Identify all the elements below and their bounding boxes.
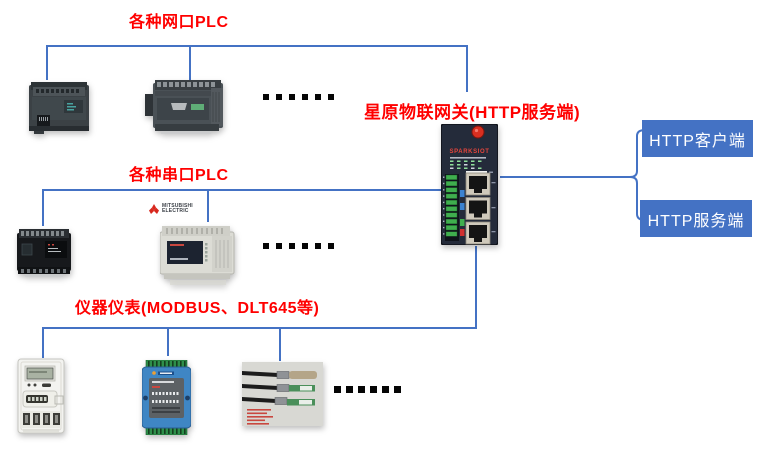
label-gateway: 星原物联网关(HTTP服务端): [364, 103, 581, 122]
http-client-box: HTTP客户端: [642, 120, 753, 157]
ellipsis-serial-plcs: [263, 243, 334, 249]
label-serial-plc: 各种串口PLC: [129, 167, 229, 184]
energy-meter-image: [17, 358, 67, 437]
connector-serial-bus: [42, 189, 441, 226]
mitsubishi-text-line1: MITSUBISHI: [162, 203, 193, 209]
label-instruments: 仪器仪表(MODBUS、DLT645等): [75, 300, 320, 317]
mitsubishi-text-line2: ELECTRIC: [162, 208, 189, 214]
ellipsis-ethernet-plcs: [263, 94, 334, 100]
io-module-image: [142, 360, 191, 435]
ethernet-plc-image-1: [28, 82, 90, 135]
mitsubishi-three-diamonds-icon: [149, 204, 159, 214]
http-server-label: HTTP服务端: [647, 212, 745, 230]
label-ethernet-plc: 各种网口PLC: [129, 14, 229, 31]
serial-plc-image-2: [160, 222, 238, 290]
gateway-brand-text: SPARKSIOT: [449, 149, 490, 155]
gateway-device-image: SPARKSIOT: [441, 124, 498, 245]
ethernet-plc-image-2: [145, 78, 228, 136]
connector-instrument-bus: [42, 246, 477, 361]
ellipsis-instruments: [334, 386, 401, 393]
sensors-image: [242, 362, 323, 426]
serial-plc-image-1: [17, 227, 71, 278]
connector-ethernet-bus: [46, 45, 468, 92]
http-server-box: HTTP服务端: [640, 200, 752, 237]
mitsubishi-logo: MITSUBISHI ELECTRIC: [148, 203, 193, 215]
connector-brace: [629, 129, 646, 221]
http-client-label: HTTP客户端: [649, 132, 746, 150]
